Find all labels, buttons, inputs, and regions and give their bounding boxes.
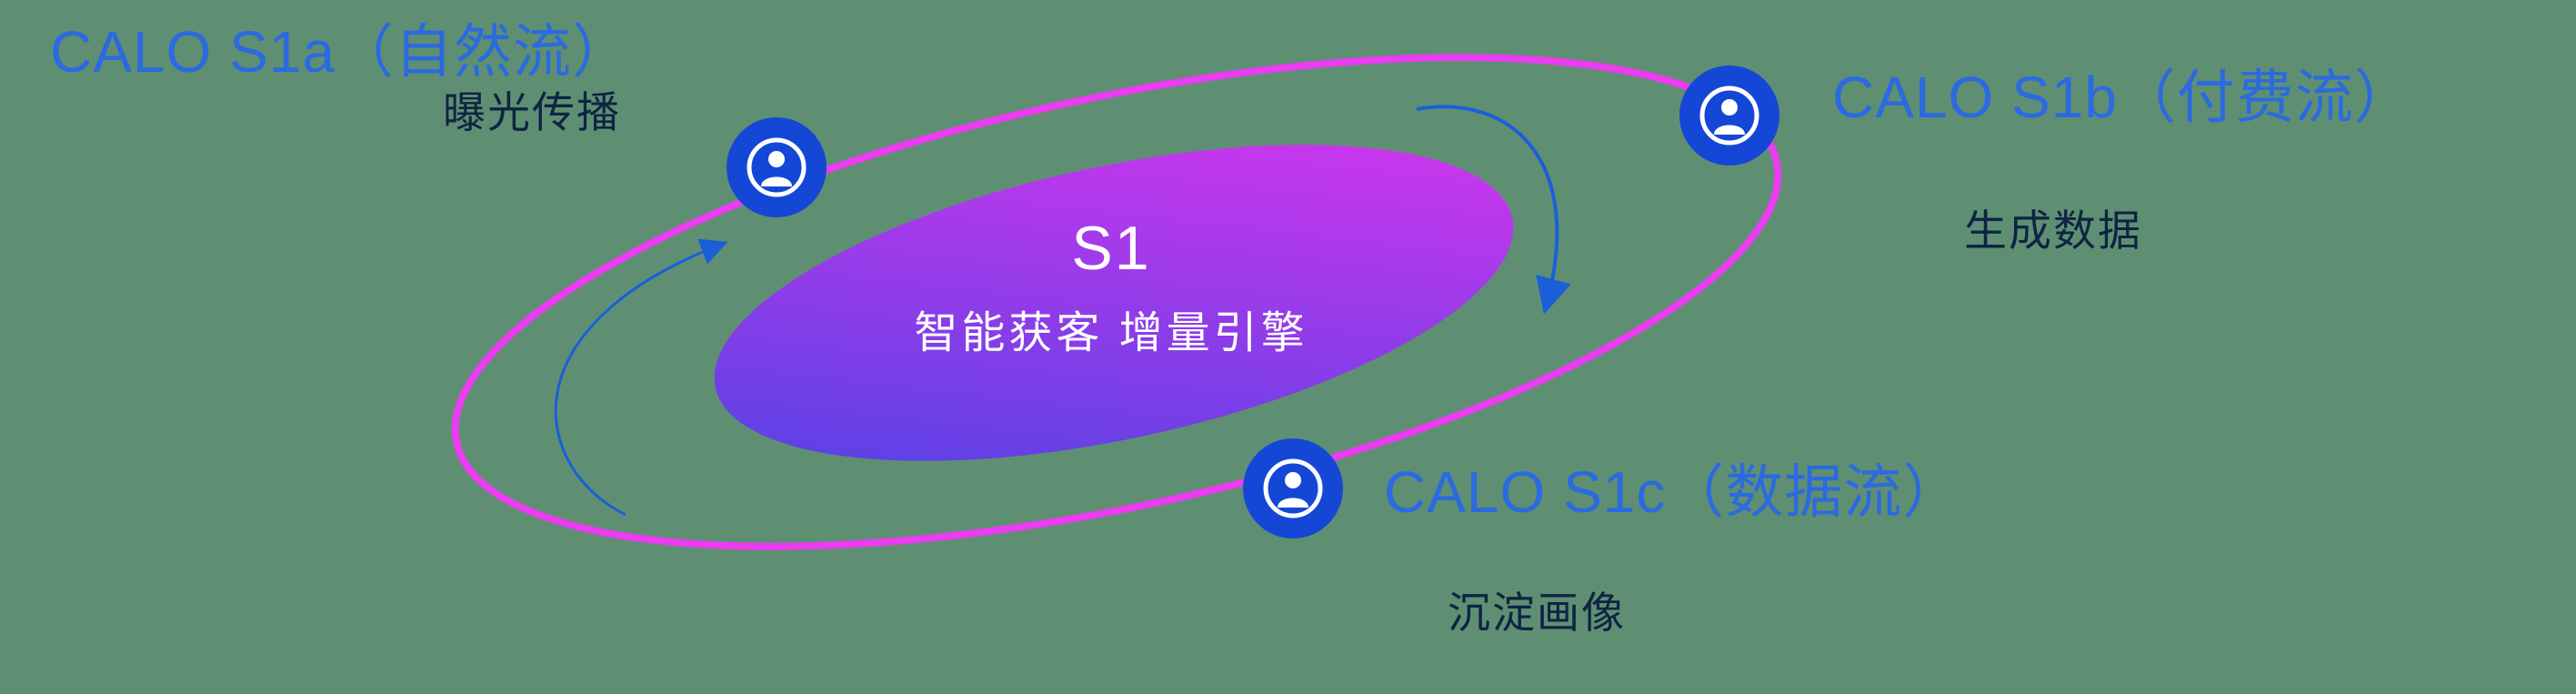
label-s1c-title: CALO S1c（数据流） <box>1384 459 1962 525</box>
user-icon <box>727 117 827 217</box>
user-icon <box>1679 65 1779 166</box>
label-s1a-subtitle: 曝光传播 <box>443 88 621 136</box>
user-icon <box>1243 438 1343 538</box>
label-s1a-title: CALO S1a（自然流） <box>50 19 631 85</box>
flow-arrow-right <box>1416 105 1571 315</box>
flow-arrow-left <box>554 238 728 517</box>
node-s1b <box>1679 65 1779 166</box>
node-s1a <box>727 117 827 217</box>
core-subtitle: 智能获客 增量引擎 <box>914 309 1308 357</box>
node-s1c <box>1243 438 1343 538</box>
core-ellipse <box>714 145 1514 461</box>
label-s1b-subtitle: 生成数据 <box>1964 206 2142 255</box>
label-s1b-title: CALO S1b（付费流） <box>1832 65 2413 130</box>
label-s1c-subtitle: 沉淀画像 <box>1448 588 1626 637</box>
orbit-ring <box>451 54 1782 550</box>
core-title: S1 <box>1071 214 1151 283</box>
core-label: S1 智能获客 增量引擎 <box>914 213 1308 360</box>
